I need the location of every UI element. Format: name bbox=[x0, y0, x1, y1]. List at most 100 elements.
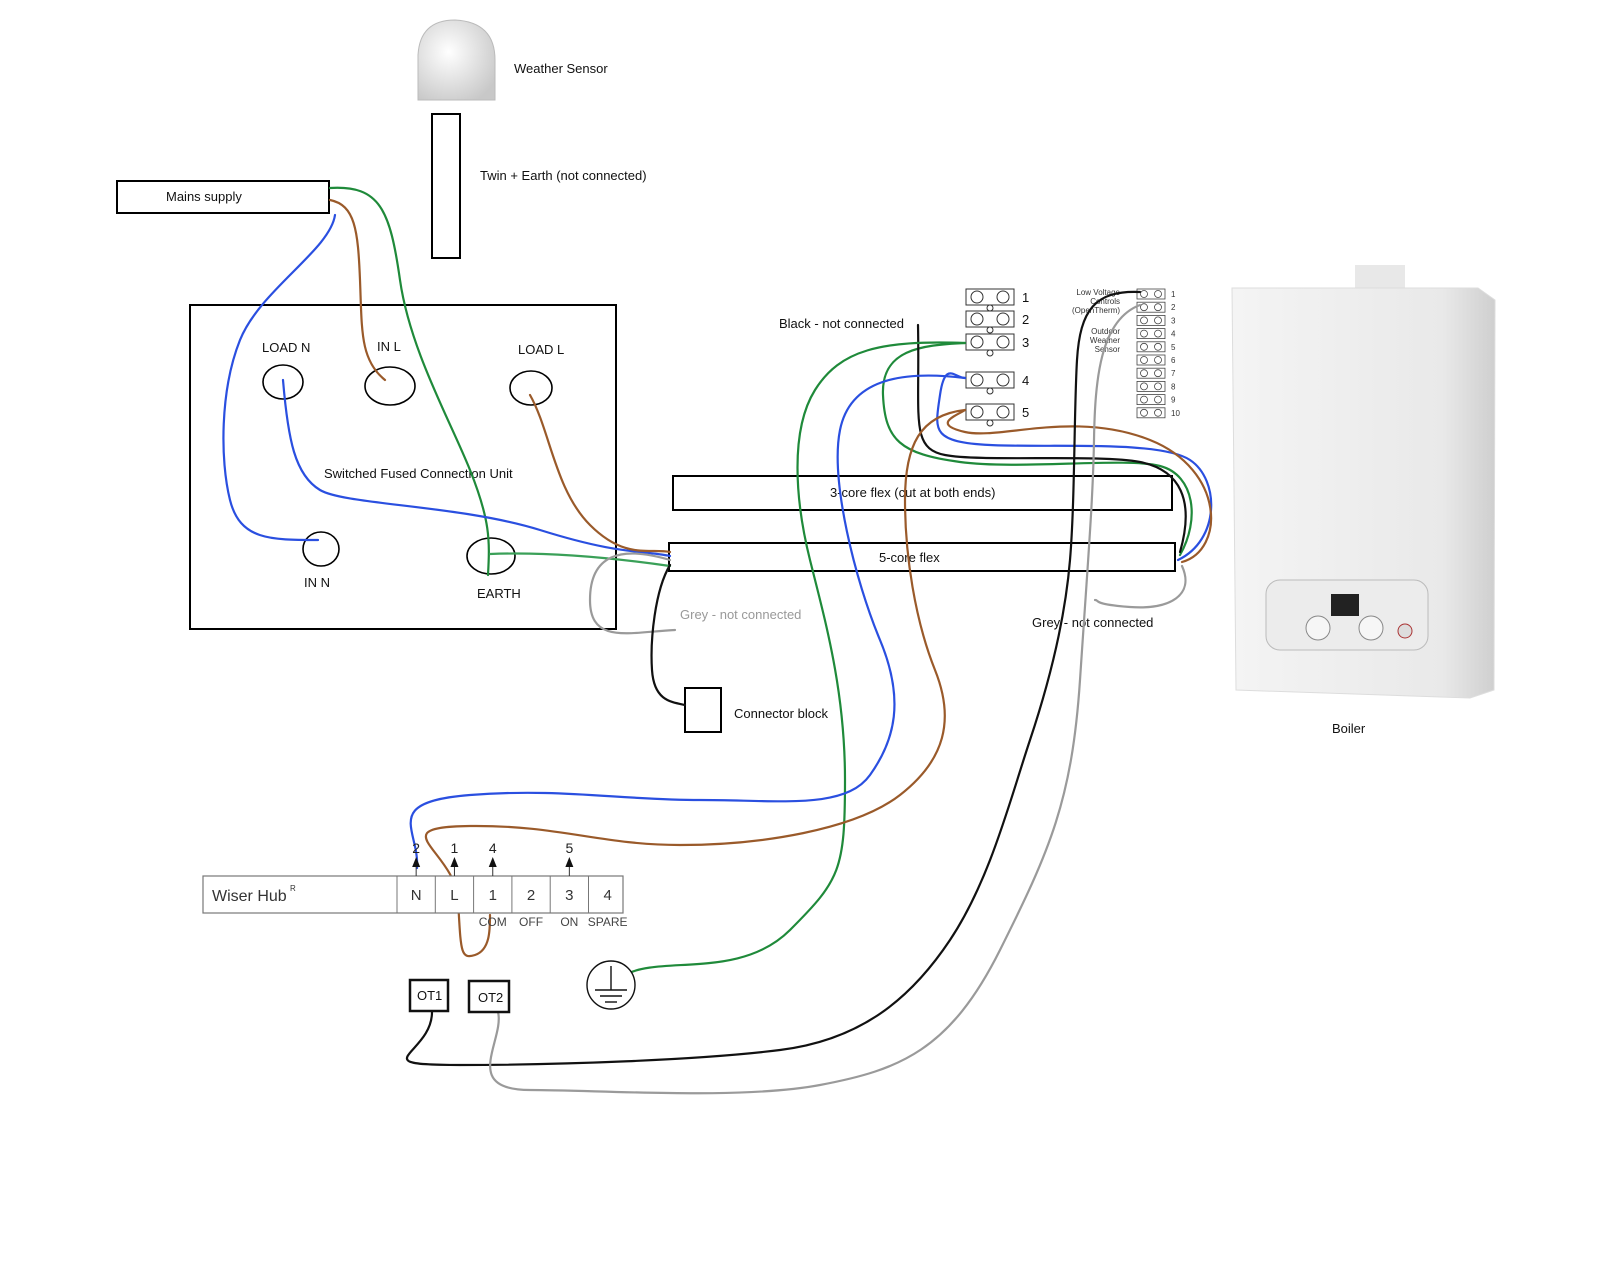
terminal-number: 3 bbox=[1022, 335, 1029, 350]
hub-arrow-number: 5 bbox=[565, 840, 573, 856]
boiler-pressure-gauge bbox=[1397, 623, 1413, 639]
green-to-earth-symbol bbox=[623, 341, 967, 977]
boiler-terminal-1: 1 bbox=[1136, 288, 1176, 300]
earth-terminal bbox=[466, 537, 516, 575]
screw-icon bbox=[996, 335, 1010, 349]
terminal-4: 4 bbox=[965, 371, 1029, 395]
grey-left-wire bbox=[588, 552, 677, 635]
boiler-terminal-5: 5 bbox=[1136, 341, 1176, 353]
screw-icon bbox=[970, 405, 984, 419]
black-to-ot1 bbox=[405, 290, 1142, 1067]
boiler-terminal-number: 4 bbox=[1171, 330, 1176, 339]
screw-icon bbox=[970, 373, 984, 387]
hub-terminal-L: L bbox=[450, 887, 458, 904]
load-live-wire bbox=[528, 393, 672, 554]
connector-block: Connector block bbox=[684, 687, 828, 733]
hub-arrow-number: 4 bbox=[489, 840, 497, 856]
in-l-terminal bbox=[364, 366, 416, 406]
earth-label: EARTH bbox=[477, 586, 521, 601]
boiler-knob-left bbox=[1305, 615, 1331, 641]
screw-icon bbox=[970, 335, 984, 349]
mains-supply: Mains supply bbox=[116, 180, 330, 214]
boiler-display bbox=[1331, 594, 1359, 616]
load-l-label: LOAD L bbox=[518, 342, 564, 357]
boiler-terminal-4: 4 bbox=[1136, 328, 1176, 340]
terminal-5: 5 bbox=[965, 403, 1029, 427]
boiler-knob-right bbox=[1358, 615, 1384, 641]
screw-icon bbox=[996, 373, 1010, 387]
ot1-label: OT1 bbox=[417, 988, 442, 1003]
outdoor-label: Outdoor bbox=[1091, 327, 1120, 336]
boiler-label: Boiler bbox=[1332, 721, 1366, 736]
twin-earth-label: Twin + Earth (not connected) bbox=[480, 168, 647, 183]
hub-terminal-N: N bbox=[411, 887, 422, 904]
in-n-terminal bbox=[302, 531, 340, 567]
boiler-terminal-number: 7 bbox=[1171, 369, 1176, 378]
boiler-terminal-strip: Low Voltage Controls (OpenTherm) Outdoor… bbox=[1072, 288, 1180, 419]
weather-sensor: Weather Sensor bbox=[417, 19, 608, 101]
boiler-terminal-10: 10 bbox=[1136, 407, 1180, 419]
boiler-terminal-8: 8 bbox=[1136, 380, 1176, 392]
hub-arrow-number: 2 bbox=[412, 840, 420, 856]
arrow-up-icon bbox=[412, 857, 421, 867]
terminal-number: 2 bbox=[1022, 312, 1029, 327]
mains-neutral-wire bbox=[222, 213, 337, 542]
grey-not-connected-left-label: Grey - not connected bbox=[680, 607, 801, 622]
weather-label: Weather bbox=[1090, 336, 1120, 345]
load-l-terminal bbox=[509, 370, 553, 406]
grey-flex-end bbox=[1093, 564, 1187, 609]
hub-sub-label: ON bbox=[560, 915, 578, 929]
grey-not-connected-right-label: Grey - not connected bbox=[1032, 615, 1153, 630]
sensor-label: Sensor bbox=[1095, 345, 1121, 354]
blue-flex-to-terminal bbox=[936, 372, 1213, 562]
screw-icon bbox=[996, 312, 1010, 326]
black-not-connected-label: Black - not connected bbox=[779, 316, 904, 331]
screw-icon bbox=[996, 290, 1010, 304]
screw-icon bbox=[970, 312, 984, 326]
ot2-terminal: OT2 bbox=[467, 979, 511, 1014]
ot2-label: OT2 bbox=[478, 990, 503, 1005]
grey-to-ot2 bbox=[489, 303, 1142, 1095]
arrow-up-icon bbox=[488, 857, 497, 867]
hub-terminal-2: 2 bbox=[527, 887, 535, 904]
ot1-terminal: OT1 bbox=[408, 978, 450, 1013]
controls-label: Controls bbox=[1090, 297, 1120, 306]
black-flex-end bbox=[916, 323, 1187, 554]
in-l-label: IN L bbox=[377, 339, 401, 354]
load-neutral-wire bbox=[281, 378, 672, 558]
hub-terminal-4: 4 bbox=[603, 887, 611, 904]
terminal-number: 5 bbox=[1022, 405, 1029, 420]
brown-flex-to-terminal bbox=[946, 408, 1213, 564]
boiler-terminal-number: 6 bbox=[1171, 356, 1176, 365]
terminal-number: 1 bbox=[1022, 290, 1029, 305]
mains-earth-wire bbox=[328, 186, 490, 577]
boiler-terminal-2: 2 bbox=[1136, 301, 1176, 313]
terminal-block: 1 2 3 4 5 bbox=[965, 288, 1029, 427]
terminal-1: 1 bbox=[965, 288, 1029, 312]
switched-fused-connection-unit: LOAD N IN L LOAD L Switched Fused Connec… bbox=[189, 304, 617, 630]
boiler-terminal-7: 7 bbox=[1136, 367, 1176, 379]
boiler-terminal-number: 8 bbox=[1171, 382, 1176, 391]
boiler-terminal-number: 10 bbox=[1171, 409, 1180, 418]
hub-sub-label: SPARE bbox=[588, 915, 628, 929]
low-voltage-label: Low Voltage bbox=[1076, 288, 1120, 297]
boiler-terminal-number: 1 bbox=[1171, 290, 1176, 299]
five-core-flex: 5-core flex bbox=[668, 542, 1176, 572]
boiler-terminal-number: 2 bbox=[1171, 303, 1176, 312]
black-connector-wire bbox=[650, 563, 687, 707]
boiler-terminal-number: 5 bbox=[1171, 343, 1176, 352]
mains-live-wire bbox=[328, 198, 387, 382]
blue-to-hub-n bbox=[409, 374, 967, 870]
load-n-label: LOAD N bbox=[262, 340, 310, 355]
opentherm-label: (OpenTherm) bbox=[1072, 306, 1120, 315]
sfcu-label: Switched Fused Connection Unit bbox=[324, 466, 513, 481]
boiler-terminal-9: 9 bbox=[1136, 394, 1176, 406]
weather-sensor-label: Weather Sensor bbox=[514, 61, 608, 76]
three-core-flex: 3-core flex (cut at both ends) bbox=[672, 475, 1173, 511]
arrow-up-icon bbox=[565, 857, 574, 867]
wiser-hub-title: Wiser Hub bbox=[212, 888, 287, 905]
green-flex-to-terminal bbox=[881, 341, 1193, 557]
boiler-terminal-number: 3 bbox=[1171, 316, 1176, 325]
